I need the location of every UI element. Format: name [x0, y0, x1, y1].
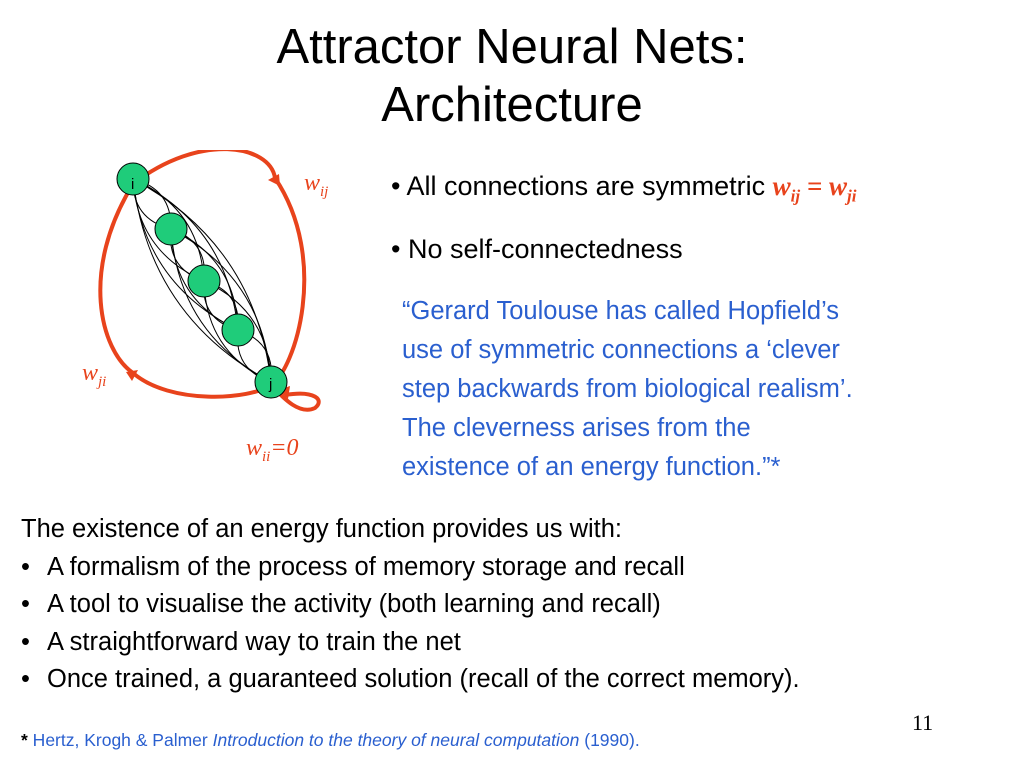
footnote: * Hertz, Krogh & Palmer Introduction to … [21, 730, 640, 751]
title-line-1: Attractor Neural Nets: [276, 20, 748, 74]
footnote-authors: Hertz, Krogh & Palmer [27, 730, 213, 750]
node-i-label: i [131, 176, 134, 193]
hopfield-network-diagram: i j wij wji wii=0 [82, 150, 328, 465]
symmetry-formula: wij = wji [772, 171, 857, 206]
quote-line: use of symmetric connections a ‘clever [402, 336, 840, 364]
neuron-node [254, 365, 288, 399]
outer-arc-left [98, 182, 135, 375]
bullet-symmetric-text: • All connections are symmetric [391, 171, 773, 201]
footnote-star: * [21, 730, 28, 750]
label-wii: wii=0 [246, 435, 299, 465]
neuron-node [221, 313, 255, 347]
slide-title: Attractor Neural Nets: Architecture [0, 18, 1024, 134]
footnote-book-title: Introduction to the theory of neural com… [212, 730, 580, 750]
neuron-node [187, 264, 221, 298]
bullet-no-self-connect: • No self-connectedness [391, 233, 683, 265]
list-item: •A straightforward way to train the net [21, 627, 461, 656]
arrowhead-left [126, 370, 138, 381]
neuron-node [154, 212, 188, 246]
energy-function-section: The existence of an energy function prov… [21, 511, 1011, 699]
bullet-symmetric: • All connections are symmetric wij = wj… [391, 170, 856, 212]
label-wji: wji [82, 360, 106, 390]
connection-edge [132, 178, 272, 383]
label-wij: wij [304, 170, 328, 200]
network-nodes [116, 162, 288, 399]
neuron-node [116, 162, 150, 196]
energy-benefits-list: •A formalism of the process of memory st… [21, 549, 1011, 699]
quote-line: “Gerard Toulouse has called Hopfield’s [402, 297, 840, 325]
self-loop [269, 383, 321, 412]
title-line-2: Architecture [381, 78, 643, 132]
quote-line: existence of an energy function.”* [402, 453, 781, 481]
quote-line: step backwards from biological realism’. [402, 375, 853, 403]
quote-line: The cleverness arises from the [402, 414, 751, 442]
arrowhead-top [268, 174, 280, 186]
toulouse-quote: “Gerard Toulouse has called Hopfield’s u… [402, 292, 1002, 487]
outer-arc-top [131, 150, 277, 186]
energy-intro: The existence of an energy function prov… [21, 515, 623, 543]
list-item: •A formalism of the process of memory st… [21, 552, 685, 581]
node-j-label: j [268, 376, 272, 393]
list-item: •A tool to visualise the activity (both … [21, 590, 661, 618]
outer-arc-bottom [131, 371, 273, 399]
page-number: 11 [912, 710, 934, 735]
footnote-year: (1990). [579, 730, 640, 750]
list-item: •Once trained, a guaranteed solution (re… [21, 665, 800, 693]
bullet-no-self-connect-text: • No self-connectedness [391, 234, 683, 264]
outer-arc-right [269, 176, 307, 387]
